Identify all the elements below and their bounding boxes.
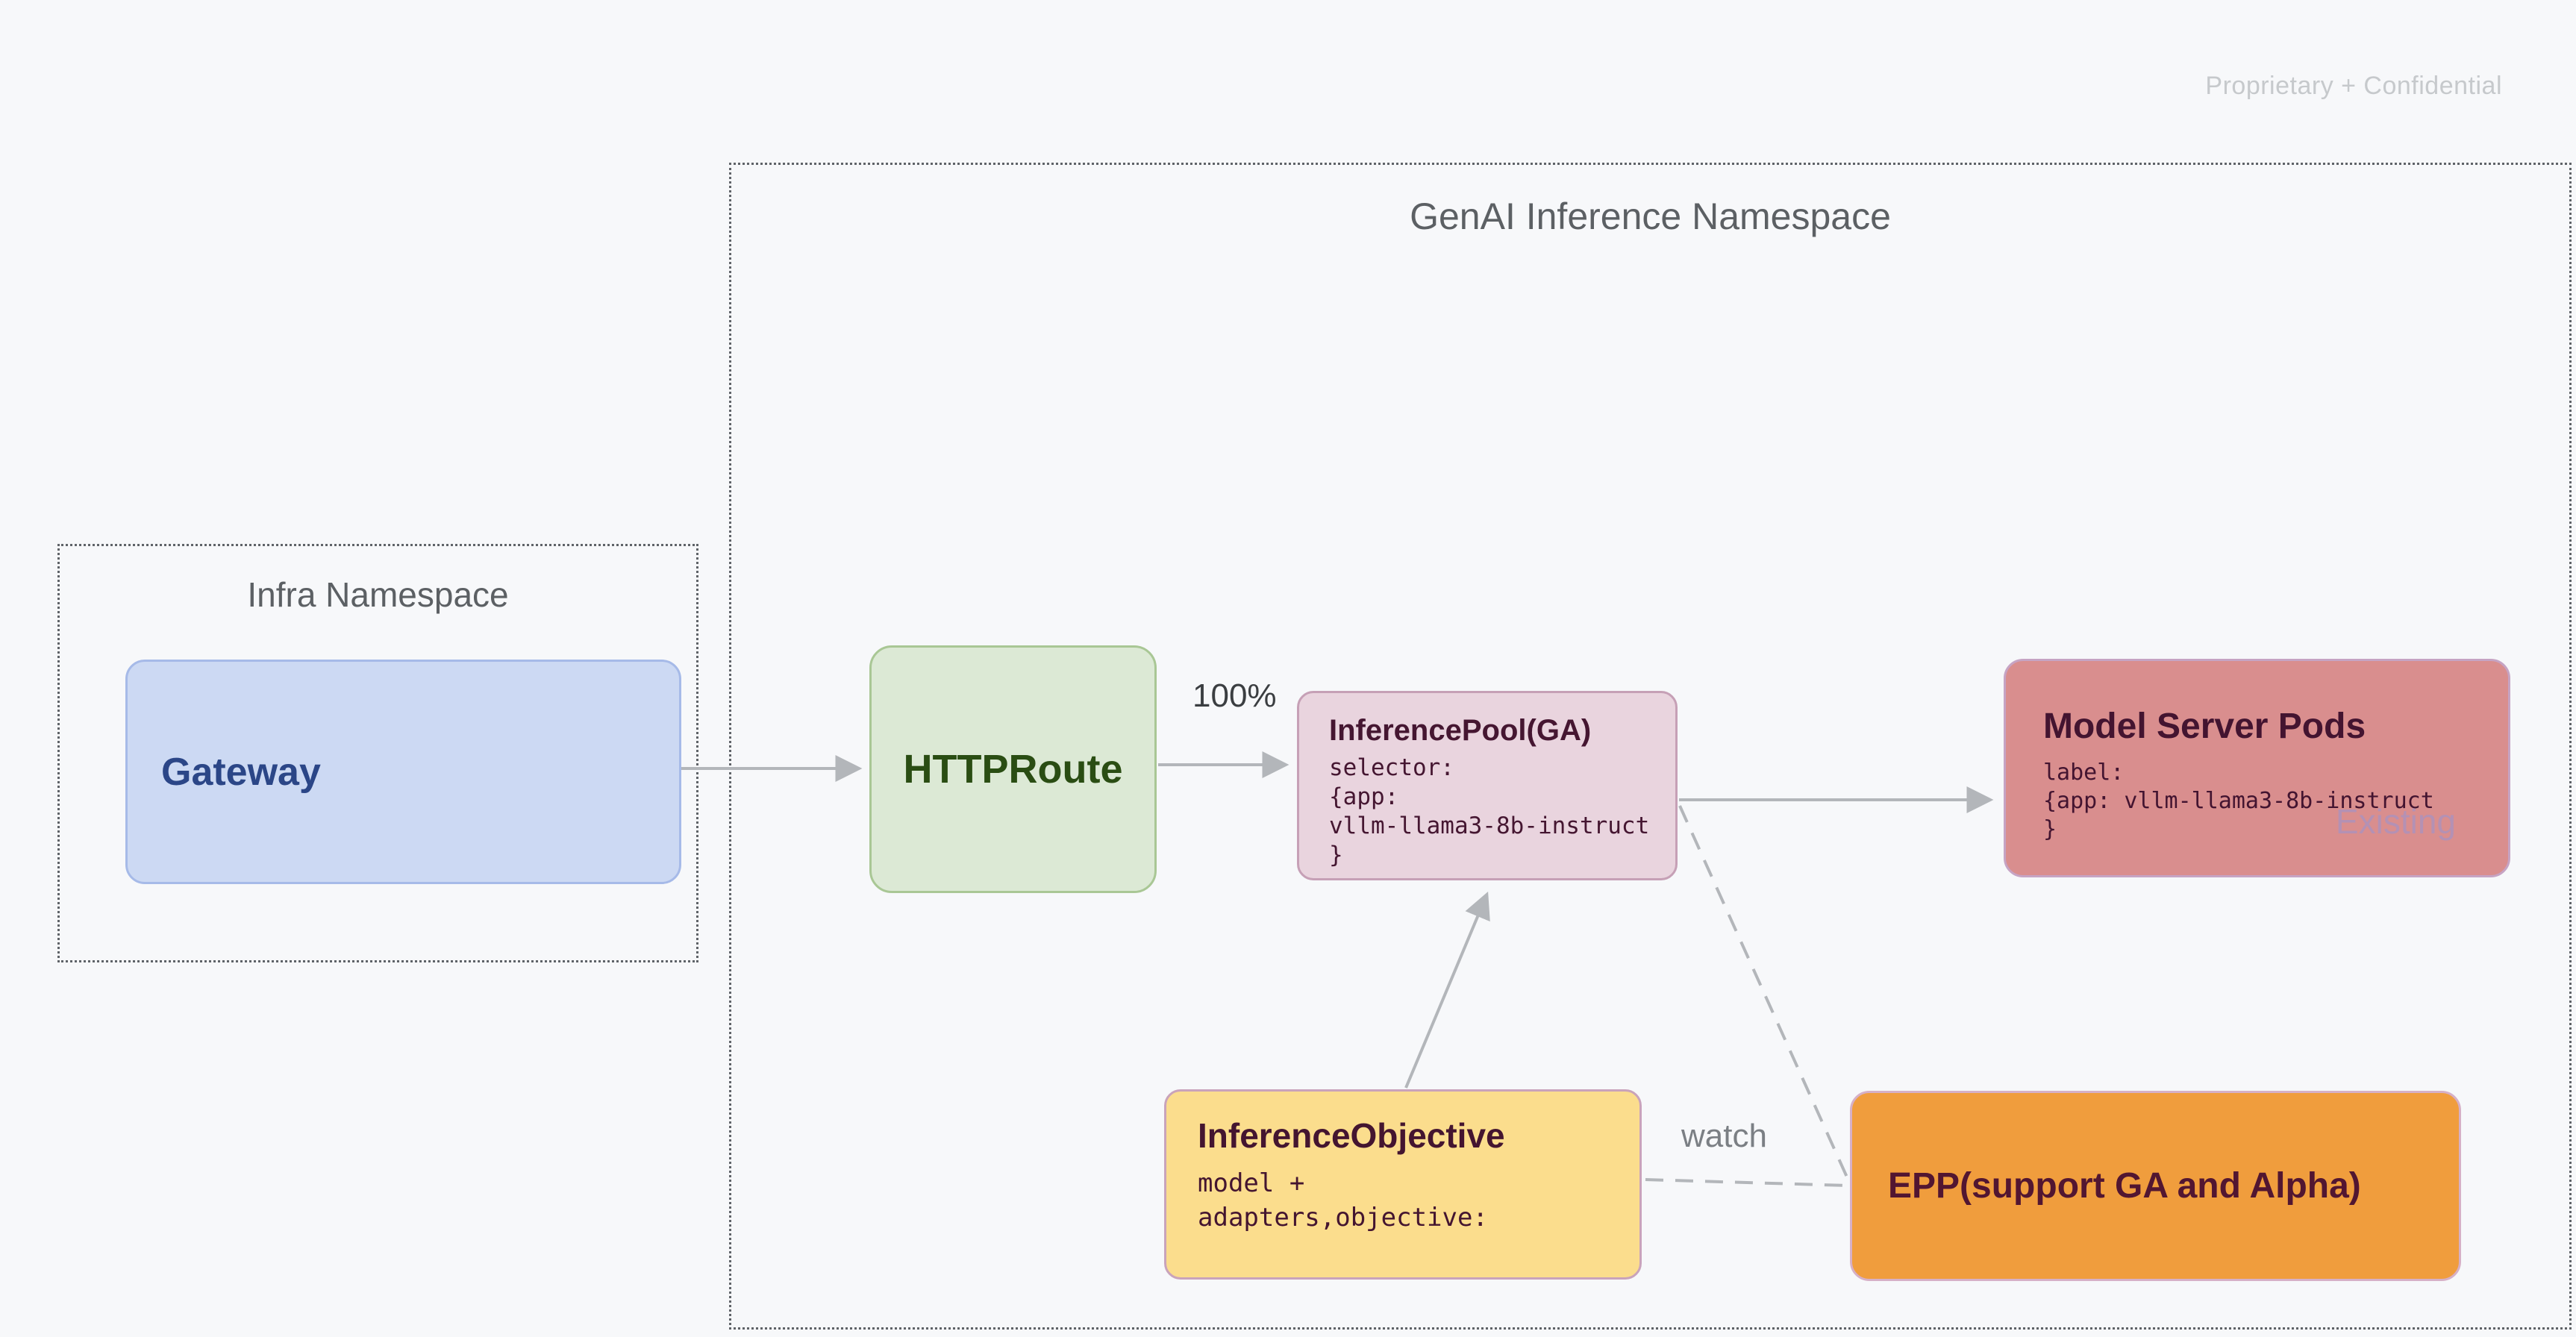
inferencepool-node: InferencePool(GA) selector: {app: vllm-l…: [1297, 691, 1678, 880]
epp-node: EPP(support GA and Alpha): [1850, 1091, 2461, 1281]
model-server-pods-label-code: label: {app: vllm-llama3-8b-instruct }: [2043, 760, 2434, 842]
gateway-node-title: Gateway: [161, 750, 321, 794]
watch-label: watch: [1681, 1118, 1767, 1154]
inferenceobjective-node: InferenceObjective model + adapters,obje…: [1164, 1089, 1642, 1280]
model-server-pods-node-title: Model Server Pods: [2043, 707, 2366, 746]
httproute-node: HTTPRoute: [869, 645, 1157, 893]
inferencepool-selector-code: selector: {app: vllm-llama3-8b-instruct …: [1329, 754, 1650, 868]
inferencepool-node-title: InferencePool(GA): [1329, 714, 1592, 747]
genai-namespace-box: GenAI Inference Namespace: [729, 163, 2572, 1330]
infra-namespace-box: Infra Namespace: [57, 544, 698, 962]
inferenceobjective-model-code: model + adapters,objective:: [1198, 1168, 1488, 1233]
inferenceobjective-node-title: InferenceObjective: [1198, 1116, 1505, 1155]
epp-node-title: EPP(support GA and Alpha): [1888, 1166, 2361, 1206]
existing-badge: Existing: [2335, 802, 2456, 841]
httproute-node-title: HTTPRoute: [903, 747, 1123, 792]
traffic-percent-label: 100%: [1192, 677, 1277, 714]
confidential-watermark: Proprietary + Confidential: [2205, 72, 2502, 100]
genai-namespace-title: GenAI Inference Namespace: [1410, 195, 1891, 237]
model-server-pods-node: Model Server Pods label: {app: vllm-llam…: [2004, 659, 2510, 877]
infra-namespace-title: Infra Namespace: [247, 575, 509, 614]
gateway-node: Gateway: [125, 660, 681, 884]
